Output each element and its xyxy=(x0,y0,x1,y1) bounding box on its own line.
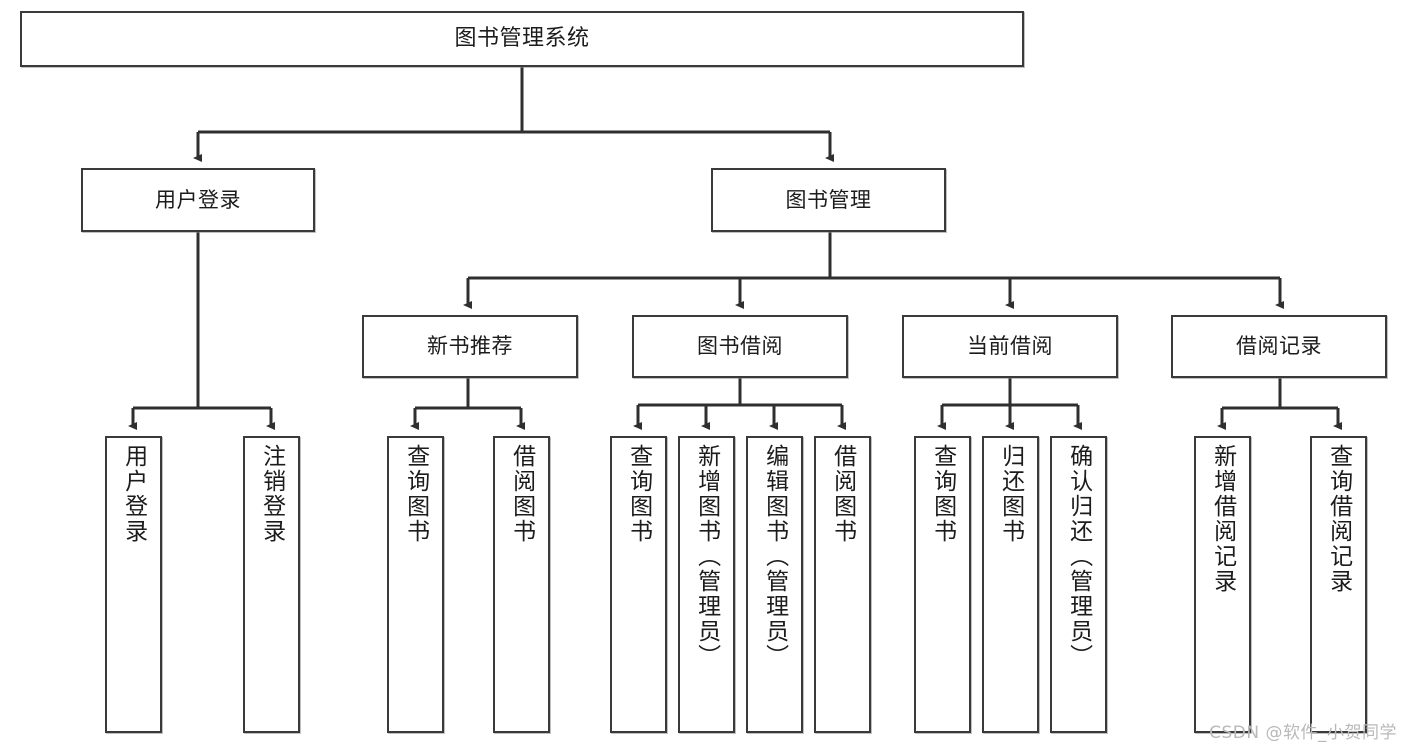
leaf-return-book[interactable]: 归还图书 xyxy=(982,436,1039,733)
node-label: 图书管理系统 xyxy=(454,26,590,52)
leaf-borrow-book[interactable]: 借阅图书 xyxy=(814,436,871,733)
node-label: 查询图书 xyxy=(402,444,429,544)
node-label: 新增图书（管理员） xyxy=(693,444,720,669)
leaf-edit-book-admin[interactable]: 编辑图书（管理员） xyxy=(746,436,803,733)
node-label: 查询借阅记录 xyxy=(1325,444,1352,594)
leaf-query-book-borrow[interactable]: 查询图书 xyxy=(610,436,667,733)
leaf-user-login[interactable]: 用户登录 xyxy=(105,436,162,733)
leaf-confirm-return-admin[interactable]: 确认归还（管理员） xyxy=(1050,436,1107,733)
node-label: 确认归还（管理员） xyxy=(1065,444,1092,669)
node-label: 图书借阅 xyxy=(697,334,783,359)
node-book-borrow[interactable]: 图书借阅 xyxy=(632,315,848,378)
node-label: 新书推荐 xyxy=(427,334,513,359)
node-label: 查询图书 xyxy=(625,444,652,544)
node-label: 归还图书 xyxy=(997,444,1024,544)
node-borrow-record[interactable]: 借阅记录 xyxy=(1171,315,1387,378)
node-label: 新增借阅记录 xyxy=(1209,444,1236,594)
leaf-query-borrow-record[interactable]: 查询借阅记录 xyxy=(1310,436,1367,733)
node-label: 借阅图书 xyxy=(829,444,856,544)
node-label: 借阅图书 xyxy=(508,444,535,544)
leaf-query-book-recommend[interactable]: 查询图书 xyxy=(387,436,444,733)
node-label: 用户登录 xyxy=(155,187,241,212)
node-root-system[interactable]: 图书管理系统 xyxy=(20,11,1024,67)
node-label: 注销登录 xyxy=(258,444,285,544)
node-label: 图书管理 xyxy=(785,187,872,212)
node-new-book-recommend[interactable]: 新书推荐 xyxy=(362,315,578,378)
leaf-query-book-current[interactable]: 查询图书 xyxy=(914,436,971,733)
node-label: 编辑图书（管理员） xyxy=(761,444,788,669)
leaf-logout[interactable]: 注销登录 xyxy=(243,436,300,733)
node-book-management[interactable]: 图书管理 xyxy=(711,168,946,232)
leaf-borrow-book-recommend[interactable]: 借阅图书 xyxy=(493,436,550,733)
node-user-login[interactable]: 用户登录 xyxy=(81,168,315,232)
leaf-add-borrow-record[interactable]: 新增借阅记录 xyxy=(1194,436,1251,733)
csdn-watermark: CSDN @软件_小贺同学 xyxy=(1209,723,1397,743)
node-current-borrow[interactable]: 当前借阅 xyxy=(902,315,1118,378)
node-label: 借阅记录 xyxy=(1236,334,1322,359)
node-label: 查询图书 xyxy=(929,444,956,544)
node-label: 当前借阅 xyxy=(967,334,1053,359)
node-label: 用户登录 xyxy=(120,444,147,544)
leaf-add-book-admin[interactable]: 新增图书（管理员） xyxy=(678,436,735,733)
